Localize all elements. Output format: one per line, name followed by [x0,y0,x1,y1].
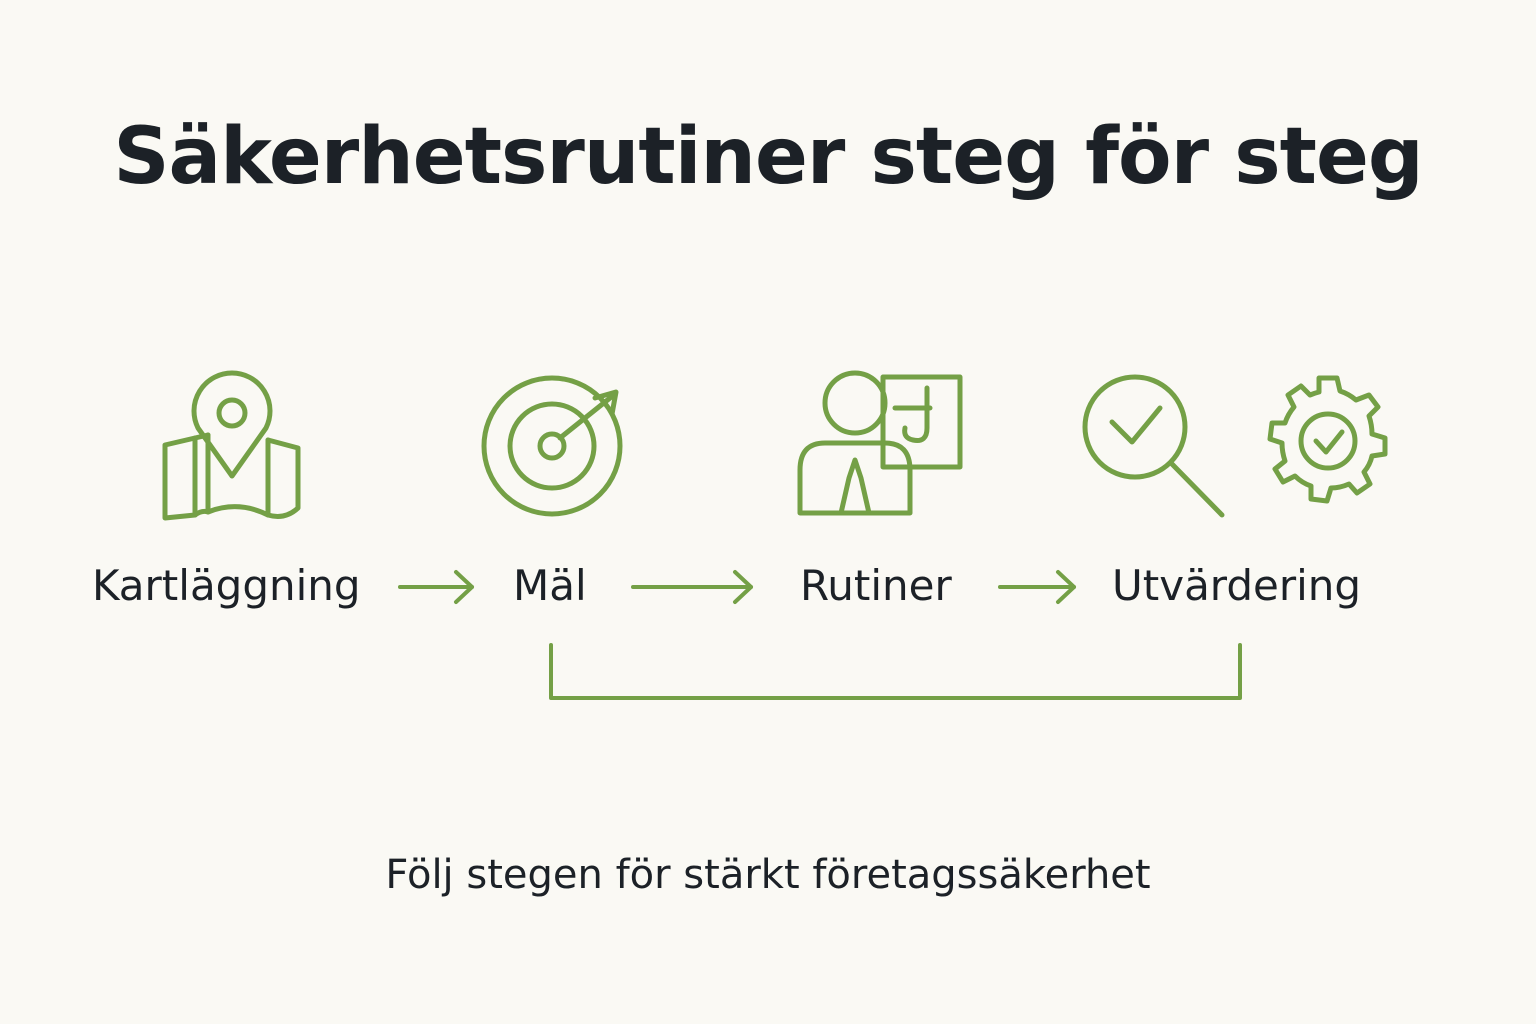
page-title: Säkerhetsrutiner steg för steg [113,112,1423,202]
step-label-mal: Mäl [513,561,587,610]
presenter-board-icon [795,370,965,520]
target-icon [480,374,625,519]
step-label-kartlaggning: Kartläggning [92,561,361,610]
step-label-utvardering: Utvärdering [1112,561,1362,610]
gear-check-icon [1258,374,1398,509]
magnifier-check-icon [1080,372,1230,522]
arrow-icon [998,570,1076,604]
arrow-icon [398,570,474,604]
map-pin-icon [160,370,305,525]
arrow-icon [631,570,753,604]
footer-caption: Följ stegen för stärkt företagssäkerhet [385,852,1151,898]
step-label-rutiner: Rutiner [800,561,952,610]
feedback-bracket [549,643,1242,700]
